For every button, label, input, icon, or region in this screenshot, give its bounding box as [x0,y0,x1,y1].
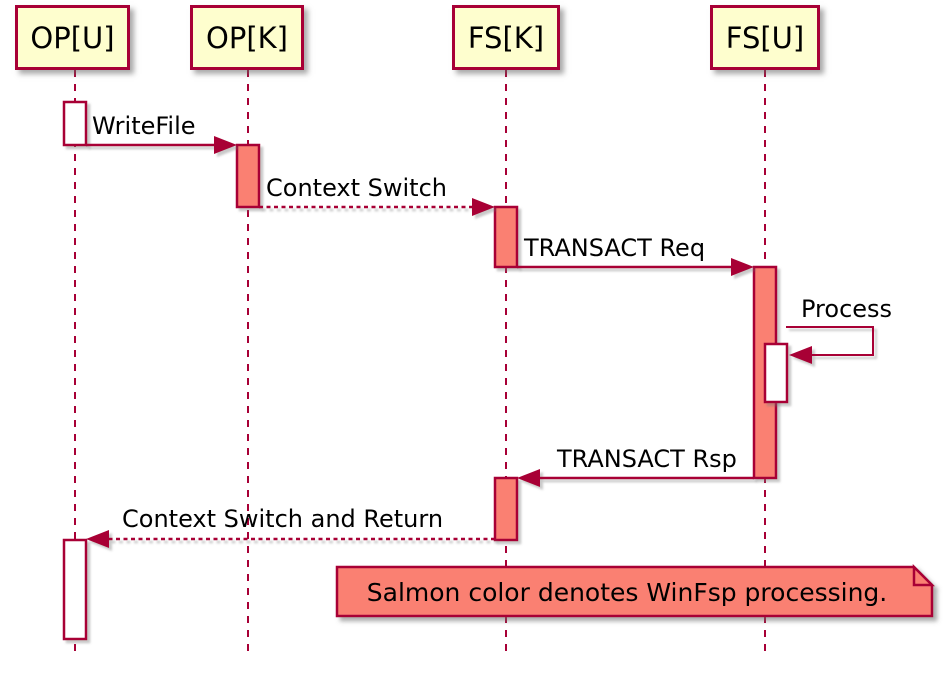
participant-fsk: FS[K] [452,5,560,70]
message-label-context-switch: Context Switch [266,174,447,202]
arrowhead-right-icon [214,136,237,154]
arrow-context-switch-return [86,530,495,548]
arrow-transact-req [517,258,754,276]
participant-fsu: FS[U] [710,5,820,70]
arrowhead-right-icon [731,258,754,276]
activation-fsu-process [763,342,789,404]
message-label-process: Process [801,295,893,323]
activation-opk-winfsp [235,143,261,209]
arrow-context-switch [259,198,495,216]
arrow-writefile [86,136,237,154]
participant-opk: OP[K] [190,5,304,70]
participant-label: OP[U] [30,20,115,55]
note-fold-icon [912,563,936,587]
arrowhead-left-icon [86,530,109,548]
participant-label: FS[K] [467,20,545,55]
participant-label: FS[U] [725,20,805,55]
participant-label: OP[K] [206,20,288,55]
activation-opu-end [62,538,88,641]
activation-opu-start [62,100,88,147]
participant-opu: OP[U] [15,5,130,70]
arrowhead-left-icon [517,469,540,487]
message-label-writefile: WriteFile [92,112,196,140]
message-label-context-switch-return: Context Switch and Return [122,505,444,533]
message-label-transact-rsp: TRANSACT Rsp [557,445,737,473]
arrow-transact-rsp [517,469,754,487]
note-text: Salmon color denotes WinFsp processing. [366,578,888,607]
arrow-process [786,326,874,364]
arrowhead-right-icon [472,198,495,216]
activation-fsk-return [493,476,519,542]
activation-fsk-winfsp [493,205,519,269]
note-shape [335,563,936,618]
message-label-transact-req: TRANSACT Req [524,234,706,262]
arrowhead-left-icon [789,346,812,364]
